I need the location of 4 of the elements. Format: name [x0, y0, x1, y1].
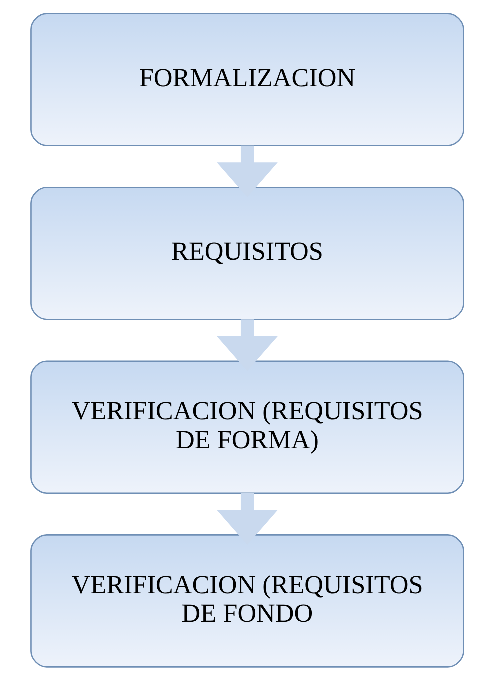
node-box: REQUISITOS: [30, 186, 464, 320]
node-box: VERIFICACION (REQUISITOS DE FONDO: [30, 534, 464, 668]
node-box: VERIFICACION (REQUISITOS DE FORMA): [30, 360, 464, 494]
node-box: FORMALIZACION: [30, 13, 464, 146]
